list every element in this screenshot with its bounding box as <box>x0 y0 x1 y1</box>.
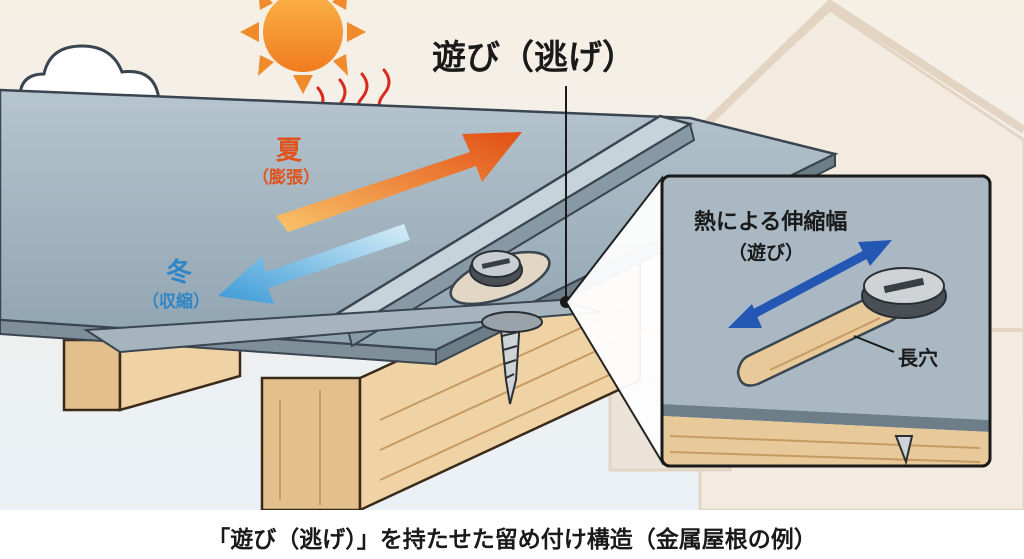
illustration <box>0 0 1024 510</box>
sun-icon <box>240 0 366 94</box>
winter-sub-label: （収縮） <box>142 292 210 312</box>
screw-icon <box>449 250 551 405</box>
inset-title: 熱による伸縮幅 <box>694 210 848 235</box>
summer-sub-label: （膨張） <box>252 168 320 188</box>
play-label: 遊び（逃げ） <box>432 38 636 78</box>
inset-subtitle: （遊び） <box>728 242 805 264</box>
inset-detail <box>660 174 992 468</box>
slot-label: 長穴 <box>898 346 938 370</box>
metal-roof-panel <box>0 88 839 366</box>
winter-contraction-arrow <box>218 224 410 304</box>
figure-caption: 「遊び（逃げ）」を持たせた留め付け構造（金属屋根の例） <box>207 527 817 553</box>
summer-expansion-arrow <box>276 132 522 232</box>
winter-label: 冬 <box>166 258 193 288</box>
double-arrow-icon <box>728 240 892 328</box>
slot-pointer-line <box>853 335 895 353</box>
summer-label: 夏 <box>276 136 303 166</box>
